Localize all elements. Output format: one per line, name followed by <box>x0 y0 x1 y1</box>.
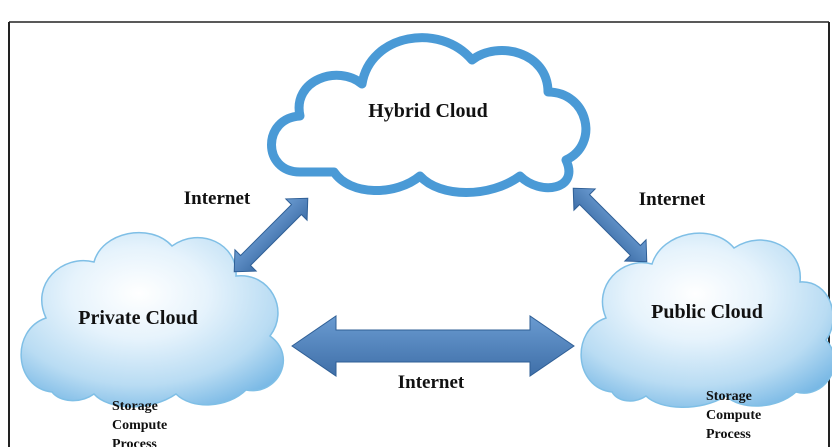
public-service-process: Process <box>706 427 751 442</box>
arrow-hybrid-public <box>572 187 648 263</box>
private-service-compute: Compute <box>112 418 167 433</box>
public-service-storage: Storage <box>706 389 752 404</box>
private-service-process: Process <box>112 437 157 447</box>
arrow-hybrid-private <box>233 197 309 273</box>
internet-label-hybrid-public: Internet <box>639 189 706 210</box>
private-service-storage: Storage <box>112 399 158 414</box>
hybrid-cloud-shape <box>267 33 591 197</box>
public-cloud-label: Public Cloud <box>651 301 763 323</box>
arrow-private-public <box>291 315 575 377</box>
public-service-compute: Compute <box>706 408 761 423</box>
internet-label-private-public: Internet <box>398 372 465 393</box>
internet-label-hybrid-private: Internet <box>184 188 251 209</box>
private-cloud-label: Private Cloud <box>78 307 197 329</box>
private-cloud-shape <box>20 231 284 408</box>
hybrid-cloud-label: Hybrid Cloud <box>368 100 487 122</box>
public-cloud-shape <box>580 232 832 408</box>
